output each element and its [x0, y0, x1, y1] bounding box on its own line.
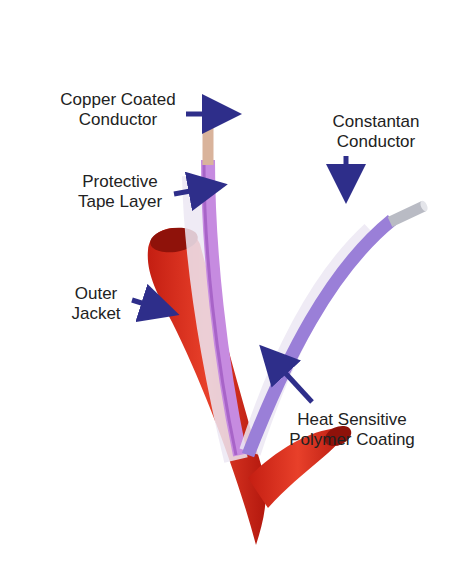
part-label: Protective Tape Layer [65, 172, 175, 212]
leader-arrow [174, 186, 218, 194]
leader-arrow [132, 300, 170, 312]
part-label: Constantan Conductor [316, 112, 436, 152]
copper-conductor [203, 102, 214, 165]
leader-arrow [344, 156, 349, 194]
polymer-coating-shade [204, 165, 236, 455]
leader-arrow [266, 352, 312, 402]
part-label: Heat Sensitive Polymer Coating [277, 410, 427, 450]
part-label: Outer Jacket [60, 284, 132, 324]
part-label: Copper Coated Conductor [52, 90, 184, 130]
constantan-conductor [390, 206, 424, 222]
copper-conductor-end [203, 99, 214, 105]
constantan-conductor-end [419, 200, 429, 213]
leader-arrow [186, 112, 232, 117]
